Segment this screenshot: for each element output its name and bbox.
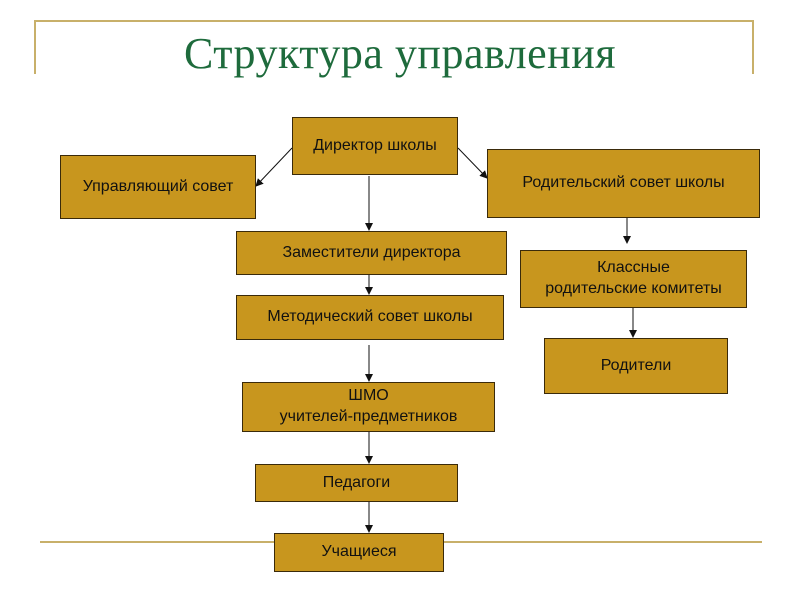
node-shmo: ШМО учителей-предметников xyxy=(242,382,495,432)
node-students: Учащиеся xyxy=(274,533,444,572)
node-parent-council: Родительский совет школы xyxy=(487,149,760,218)
node-methodical-council: Методический совет школы xyxy=(236,295,504,340)
decor-top-line xyxy=(34,20,754,22)
decor-left-line xyxy=(34,20,36,74)
node-class-committees: Классные родительские комитеты xyxy=(520,250,747,308)
arrow-director-governing-council xyxy=(255,147,293,187)
arrow-director-parent-council xyxy=(457,147,488,179)
node-parents: Родители xyxy=(544,338,728,394)
node-governing-council: Управляющий совет xyxy=(60,155,256,219)
node-teachers: Педагоги xyxy=(255,464,458,502)
slide-title: Структура управления xyxy=(183,29,617,78)
decor-right-line xyxy=(752,20,754,74)
node-deputies: Заместители директора xyxy=(236,231,507,275)
node-director: Директор школы xyxy=(292,117,458,175)
